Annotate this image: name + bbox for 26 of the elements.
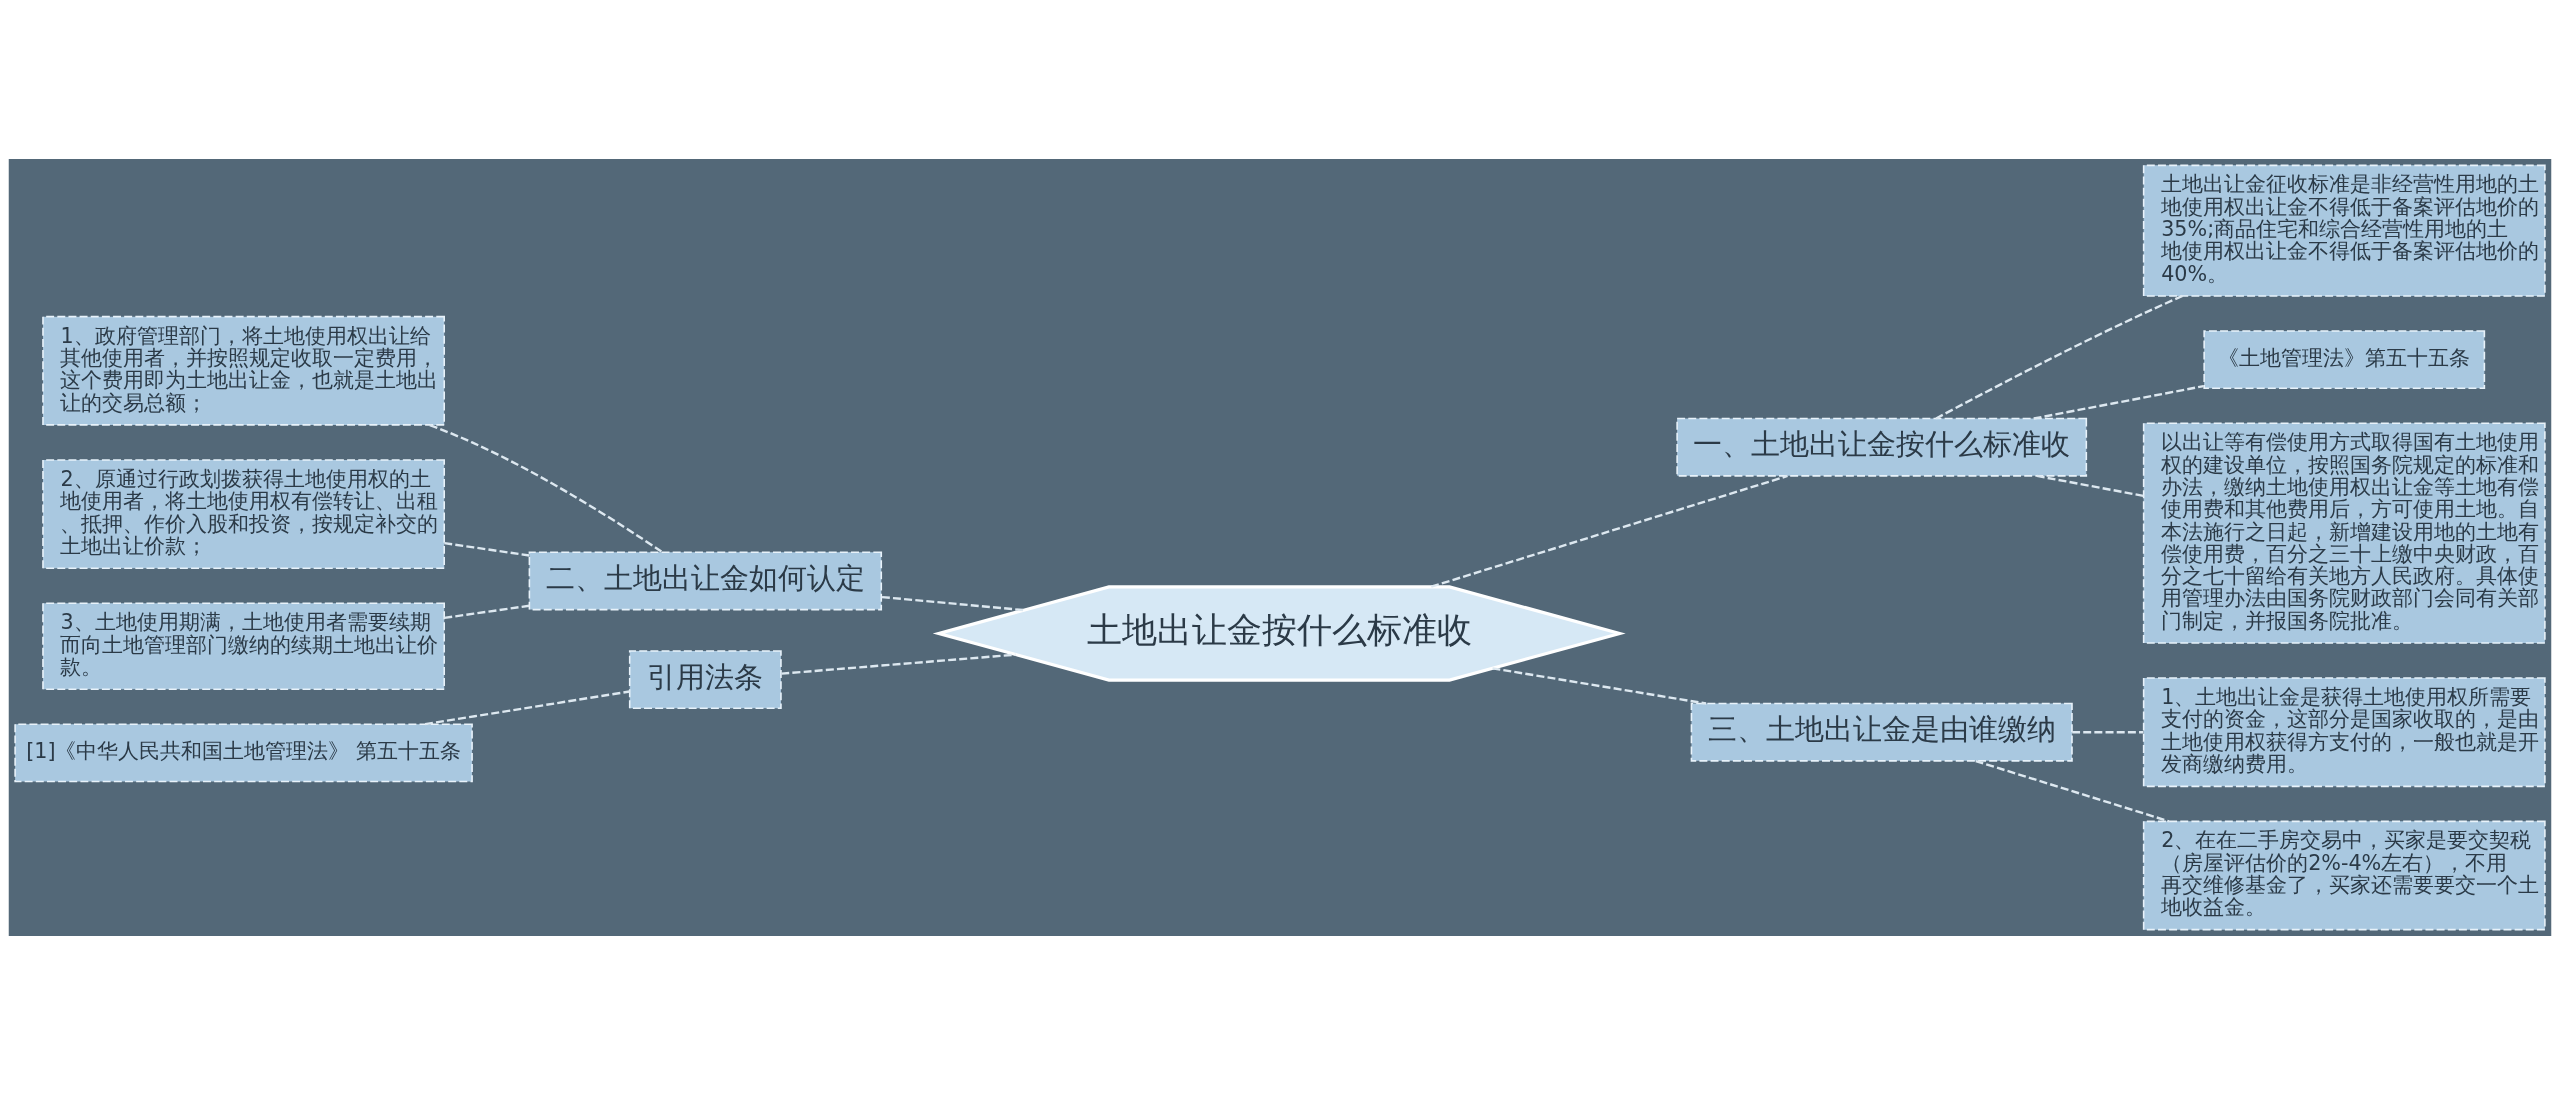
connector (1492, 666, 1707, 705)
connector (429, 423, 663, 553)
connector (881, 595, 1024, 611)
node-box: 《土地管理法》第五十五条 (2203, 329, 2486, 389)
connector (2033, 384, 2204, 420)
node-box: 1、政府管理部门，将土地使用权出让给其他使用者，并按照规定收取一定费用，这个费用即为土地出让金，也就是土地出让的交易总额； (42, 315, 445, 426)
node-box: 3、土地使用期满，土地使用者需要续期而向土地管理部门缴纳的续期土地出让价款。 (42, 601, 445, 690)
node-box: 以出让等有偿使用方式取得国有土地使用权的建设单位，按照国务院规定的标准和办法，缴纳土地使用权出让金等土地有偿使用费和其他费用后，方可使用土地。自本法施行之日起，新增建设用地的土地有偿使用费，百分之三十上缴中央财政，百分之七十留给有关地方人民政府。具体使用管理办法由国务院财政部门会同有关部门制定，并报国务院批准。 (2142, 422, 2546, 644)
connector (1935, 294, 2183, 420)
node-box: 三、土地出让金是由谁缴纳 (1690, 702, 2073, 762)
connector (444, 604, 530, 619)
node-box: 土地出让金征收标准是非经营性用地的土地使用权出让金不得低于备案评估地价的35%;商品住宅和综合经营性用地的土地使用权出让金不得低于备案评估地价的40%。 (2142, 164, 2546, 297)
node-box: 一、土地出让金按什么标准收 (1676, 417, 2088, 477)
connector (444, 541, 530, 557)
node-box: 2、原通过行政划拨获得土地使用权的土地使用者，将土地使用权有偿转让、出租、抵押、作价入股和投资，按规定补交的土地出让价款； (42, 458, 445, 569)
node-box: 1、土地出让金是获得土地使用权所需要支付的资金，这部分是国家收取的，是由土地使用权获得方支付的，一般也就是开发商缴纳费用。 (2142, 676, 2546, 787)
node-box: 引用法条 (628, 649, 782, 709)
connector (2072, 730, 2144, 733)
node-box: 2、在在二手房交易中，买家是要交契税（房屋评估价的2%-4%左右），不用再交维修基金了，买家还需要要交一个土地收益金。 (2142, 820, 2546, 930)
node-box: 二、土地出让金如何认定 (528, 551, 883, 610)
connector (2036, 474, 2144, 497)
connector (424, 689, 630, 725)
connector (781, 653, 1016, 675)
node-box: [1]《中华人民共和国土地管理法》 第五十五条 (14, 722, 473, 782)
connector (1975, 759, 2170, 822)
connector (1430, 474, 1788, 588)
